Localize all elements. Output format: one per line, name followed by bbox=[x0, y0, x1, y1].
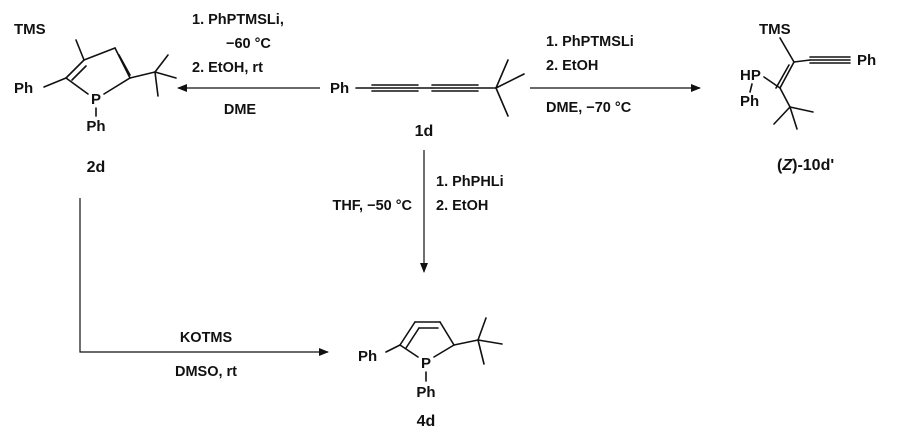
condition-temperature: −60 °C bbox=[226, 36, 271, 52]
phenyl-label: Ph bbox=[14, 80, 33, 97]
condition-solvent: DME, −70 °C bbox=[546, 100, 632, 116]
compound-4d: Ph P Ph 4d bbox=[358, 317, 503, 430]
tms-label: TMS bbox=[759, 21, 791, 38]
phosphorus-label: P bbox=[421, 355, 431, 372]
phenyl-label: Ph bbox=[857, 52, 876, 69]
tms-label: TMS bbox=[14, 21, 46, 38]
condition-reagent: KOTMS bbox=[180, 330, 233, 346]
compound-1d: Ph 1d bbox=[330, 59, 525, 140]
enyne-bonds bbox=[749, 37, 851, 130]
phenyl-label: Ph bbox=[330, 80, 349, 97]
phosphole-ring-bonds bbox=[43, 39, 177, 117]
conditions-1d-to-10d: 1. PhPTMSLi 2. EtOH DME, −70 °C bbox=[546, 34, 634, 116]
compound-label-1d: 1d bbox=[415, 123, 434, 140]
arrow-2d-to-4d bbox=[79, 198, 329, 356]
condition-step2: 2. EtOH, rt bbox=[192, 60, 263, 76]
compound-label-10d: (Z)-10d' bbox=[777, 157, 834, 174]
compound-10d: TMS HP Ph Ph (Z)-10d' bbox=[740, 21, 876, 174]
compound-2d: TMS Ph P Ph 2d bbox=[14, 21, 177, 176]
condition-step2: 2. EtOH bbox=[436, 198, 488, 214]
phosphole-ring-bonds bbox=[385, 317, 503, 382]
diyne-bonds bbox=[355, 59, 525, 117]
hp-label: HP bbox=[740, 67, 761, 84]
condition-step1: 1. PhPHLi bbox=[436, 174, 504, 190]
reaction-arrows bbox=[79, 84, 701, 356]
condition-solvent: DMSO, rt bbox=[175, 364, 237, 380]
conditions-2d-to-4d: KOTMS DMSO, rt bbox=[175, 330, 237, 380]
condition-solvent: DME bbox=[224, 102, 257, 118]
condition-step2: 2. EtOH bbox=[546, 58, 598, 74]
phenyl-label: Ph bbox=[740, 93, 759, 110]
compound-label-2d: 2d bbox=[87, 159, 106, 176]
conditions-1d-to-4d: 1. PhPHLi 2. EtOH THF, −50 °C bbox=[332, 174, 503, 214]
phenyl-label: Ph bbox=[358, 348, 377, 365]
phenyl-label: Ph bbox=[86, 118, 105, 135]
compound-label-4d: 4d bbox=[417, 413, 436, 430]
condition-step1: 1. PhPTMSLi bbox=[546, 34, 634, 50]
conditions-1d-to-2d: 1. PhPTMSLi, −60 °C 2. EtOH, rt DME bbox=[192, 12, 284, 118]
condition-solvent: THF, −50 °C bbox=[332, 198, 412, 214]
phosphorus-label: P bbox=[91, 91, 101, 108]
condition-step1: 1. PhPTMSLi, bbox=[192, 12, 284, 28]
phenyl-label: Ph bbox=[416, 384, 435, 401]
